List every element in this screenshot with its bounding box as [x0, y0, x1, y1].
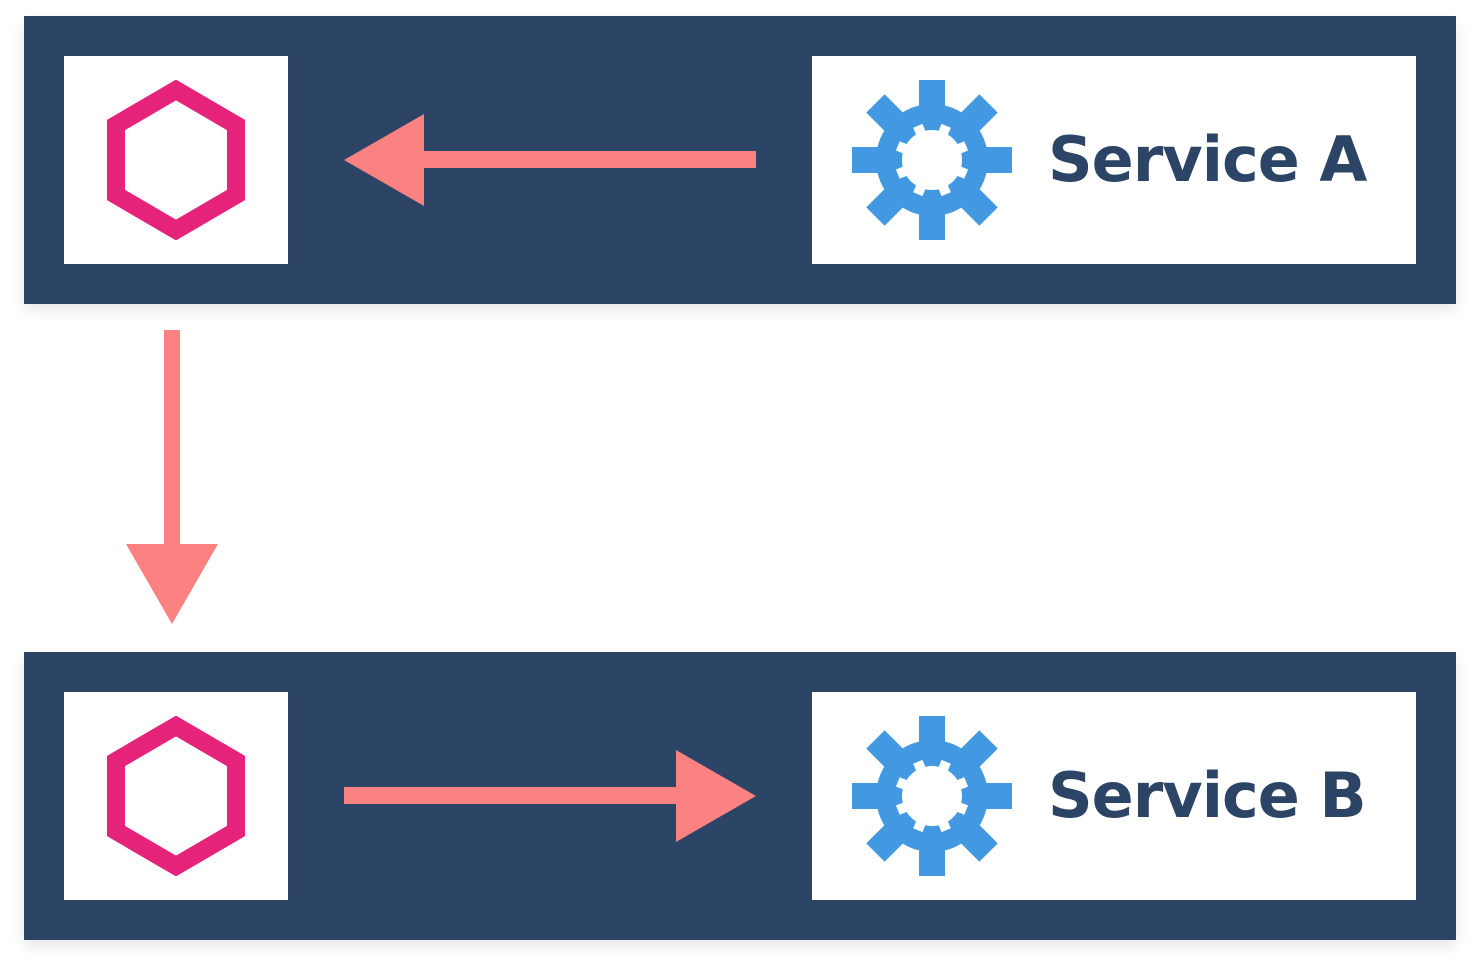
hexagon-box: [64, 56, 288, 264]
service-box-a: Service A: [812, 56, 1416, 264]
panel-service-a: Service A: [24, 16, 1456, 304]
arrow-left: [344, 114, 756, 206]
gear-icon: [852, 716, 1012, 876]
service-label-b: Service B: [1048, 759, 1367, 832]
panel-service-b: Service B: [24, 652, 1456, 940]
hexagon-icon: [107, 716, 245, 876]
service-label-a: Service A: [1048, 123, 1367, 196]
gear-icon: [852, 80, 1012, 240]
hexagon-box: [64, 692, 288, 900]
arrow-down: [126, 330, 218, 624]
arrow-right: [344, 750, 756, 842]
service-box-b: Service B: [812, 692, 1416, 900]
hexagon-icon: [107, 80, 245, 240]
